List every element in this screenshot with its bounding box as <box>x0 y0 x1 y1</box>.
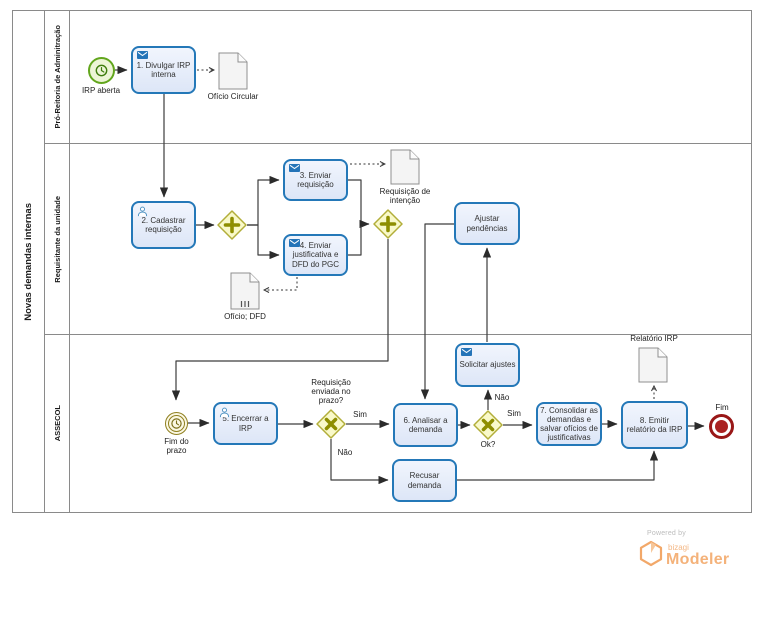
pool-header: Novas demandas internas <box>13 11 45 512</box>
lane-header-requisitante: Requisitante da unidade <box>45 144 70 334</box>
end-event-label: Fim <box>715 403 729 412</box>
task-encerrar-irp[interactable]: 5. Encerrar a IRP <box>213 402 278 445</box>
document-oficio-circular[interactable] <box>218 52 248 95</box>
flow-t3-to-gwp2 <box>348 179 370 229</box>
document-relatorio-irp[interactable] <box>638 347 668 388</box>
task-solicitar-ajustes[interactable]: Solicitar ajustes <box>455 343 520 387</box>
task-cadastrar-requisicao[interactable]: 2. Cadastrar requisição <box>131 201 196 249</box>
document-icon <box>638 347 668 383</box>
user-icon <box>219 407 230 418</box>
flow-ajustar-to-t6 <box>420 223 454 400</box>
start-event-irp-aberta[interactable] <box>88 57 115 84</box>
gateway-x1-question: Requisição enviada no prazo? <box>311 378 351 406</box>
task-solicitar-ajustes-label: Solicitar ajustes <box>459 360 516 370</box>
clock-icon <box>95 64 108 77</box>
flow-gwp1-to-t4 <box>247 224 280 260</box>
x-icon <box>481 418 495 432</box>
flow-gwx1-nao-to-recusar <box>330 439 389 485</box>
end-event-disc <box>715 420 728 433</box>
document-oficio-dfd-label: Ofício; DFD <box>224 312 266 321</box>
message-icon <box>137 51 148 59</box>
lane-header-assecol: ASSECOL <box>45 335 70 512</box>
timer-event-label: Fim do prazo <box>164 437 189 456</box>
timer-event-fim-do-prazo[interactable] <box>165 412 188 435</box>
task-divulgar-irp-label: 1. Divulgar IRP interna <box>136 60 191 79</box>
lane-assecol: ASSECOL <box>45 334 751 512</box>
document-requisicao-intencao[interactable] <box>390 149 420 190</box>
task-enviar-justificativa[interactable]: 4. Enviar justificativa e DFD do PGC <box>283 234 348 276</box>
gateway-parallel-join[interactable] <box>372 208 404 245</box>
flow-gwp2-to-timer <box>171 239 389 401</box>
x-icon <box>324 417 338 431</box>
task-emitir-relatorio-label: 8. Emitir relatório da IRP <box>626 415 683 434</box>
edge-label-nao-1: Não <box>337 448 353 457</box>
edge-label-nao-2: Não <box>494 393 510 402</box>
task-ajustar-pendencias[interactable]: Ajustar pendências <box>454 202 520 245</box>
gateway-exclusive-ok[interactable] <box>472 409 504 446</box>
watermark-powered-by: Powered by <box>647 530 686 537</box>
lane-header-pro-reitoria: Pró-Reitoria de Adminitração <box>45 11 70 143</box>
lane-requisitante: Requisitante da unidade <box>45 143 751 334</box>
document-icon <box>230 272 260 310</box>
collection-marker-icon <box>240 301 250 307</box>
watermark-product: Modeler <box>666 551 730 568</box>
message-icon <box>289 239 300 247</box>
document-requisicao-intencao-label: Requisição de intenção <box>379 187 431 206</box>
task-enviar-justificativa-label: 4. Enviar justificativa e DFD do PGC <box>291 241 340 269</box>
document-icon <box>390 149 420 185</box>
document-oficio-circular-label: Ofício Circular <box>207 92 259 101</box>
task-emitir-relatorio[interactable]: 8. Emitir relatório da IRP <box>621 401 688 449</box>
watermark-brand: bizagi <box>668 543 689 552</box>
message-icon <box>289 164 300 172</box>
task-recusar-demanda-label: Recusar demanda <box>407 471 442 490</box>
task-recusar-demanda[interactable]: Recusar demanda <box>392 459 457 502</box>
pool-novas-demandas: Novas demandas internas Pró-Reitoria de … <box>12 10 752 513</box>
user-icon <box>137 206 148 217</box>
task-cadastrar-requisicao-label: 2. Cadastrar requisição <box>141 215 186 234</box>
gateway-exclusive-prazo[interactable] <box>315 408 347 445</box>
plus-icon <box>223 216 241 234</box>
task-consolidar-demandas-label: 7. Consolidar as demandas e salvar ofíci… <box>540 405 598 443</box>
gateway-x2-question: Ok? <box>480 440 496 449</box>
task-divulgar-irp[interactable]: 1. Divulgar IRP interna <box>131 46 196 94</box>
task-analisar-demanda-label: 6. Analisar a demanda <box>403 415 448 434</box>
task-consolidar-demandas[interactable]: 7. Consolidar as demandas e salvar ofíci… <box>536 402 602 446</box>
gateway-parallel-split[interactable] <box>216 209 248 246</box>
flow-gwp1-to-t3 <box>247 175 280 226</box>
task-enviar-requisicao-label: 3. Enviar requisição <box>297 170 334 189</box>
task-encerrar-irp-label: 5. Encerrar a IRP <box>222 414 269 433</box>
task-enviar-requisicao[interactable]: 3. Enviar requisição <box>283 159 348 201</box>
bizagi-hexagon-icon <box>638 540 664 572</box>
flow-t4-to-gwp2 <box>348 226 362 256</box>
message-icon <box>461 348 472 356</box>
document-icon <box>218 52 248 90</box>
edge-label-sim-1: Sim <box>353 410 367 419</box>
end-event-fim[interactable] <box>709 414 734 439</box>
lane-pro-reitoria: Pró-Reitoria de Adminitração <box>45 11 751 143</box>
plus-icon <box>379 215 397 233</box>
flow-recusar-to-t8 <box>457 450 659 481</box>
document-relatorio-irp-label: Relatório IRP <box>630 334 678 343</box>
task-analisar-demanda[interactable]: 6. Analisar a demanda <box>393 403 458 447</box>
task-ajustar-pendencias-label: Ajustar pendências <box>466 214 508 233</box>
document-oficio-dfd[interactable] <box>230 272 260 315</box>
assoc-t4-to-doc-oficio-dfd <box>264 277 298 290</box>
edge-label-sim-2: Sim <box>507 409 521 418</box>
clock-icon <box>171 418 182 429</box>
start-event-label: IRP aberta <box>81 86 121 95</box>
